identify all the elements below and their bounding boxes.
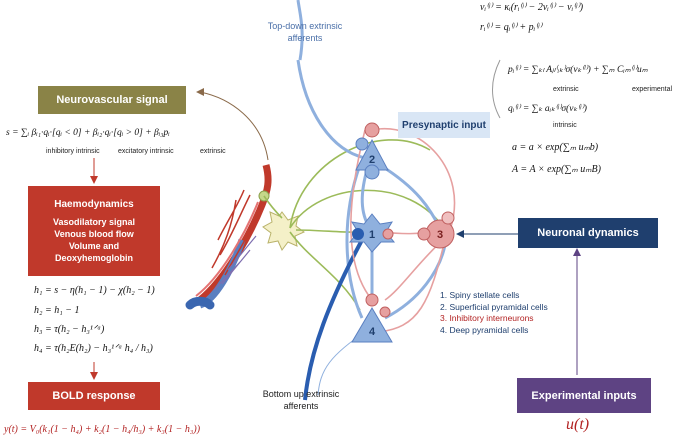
legend-item: 1. Spiny stellate cells <box>440 290 520 300</box>
presynaptic-input-box: Presynaptic input <box>398 112 490 138</box>
equation-bold-output: y(t) = V₀(k₁(1 − h₄) + k₂(1 − h₄/h₃) + k… <box>4 424 201 435</box>
haemodynamics-box: Haemodynamics Vasodilatory signal Venous… <box>28 186 160 276</box>
haemodynamics-line: Venous blood flow <box>54 228 134 239</box>
equation-a-lower: a = a × exp(∑ₘ uₘb) <box>512 142 599 153</box>
haemodynamics-line: Vasodilatory signal <box>52 216 136 227</box>
node-label-2: 2 <box>369 154 375 166</box>
neuronal-dynamics-box: Neuronal dynamics <box>518 218 658 248</box>
bottom-up-caption: Bottom up extrinsic afferents <box>236 388 366 412</box>
cell-legend: 1. Spiny stellate cells 2. Superficial p… <box>440 290 548 336</box>
neurovascular-signal-label: Neurovascular signal <box>56 94 168 106</box>
equation-s-excitatory: excitatory intrinsic <box>118 148 174 155</box>
bottom-up-caption-line: Bottom up extrinsic <box>262 389 340 399</box>
equation-r: rᵢ⁽ʲ⁾ = qᵢ⁽ʲ⁾ + pᵢ⁽ʲ⁾ <box>480 22 542 33</box>
blue-connections <box>296 59 447 320</box>
experimental-inputs-box: Experimental inputs <box>517 378 651 413</box>
presynaptic-input-label: Presynaptic input <box>402 119 486 131</box>
equation-q-intrinsic: intrinsic <box>553 122 577 129</box>
equation-h4: h₄ = τ(h₂E(h₂) − h₃¹ᐟᵅ h₄ / h₃) <box>34 343 153 354</box>
bold-response-box: BOLD response <box>28 382 160 410</box>
haemodynamics-title: Haemodynamics <box>54 198 134 210</box>
legend-item: 4. Deep pyramidal cells <box>440 324 529 335</box>
bold-response-label: BOLD response <box>52 390 136 402</box>
experimental-input-u: u(t) <box>566 416 590 433</box>
legend-item: 3. Inhibitory interneurons <box>440 313 534 323</box>
equation-A-upper: A = A × exp(∑ₘ uₘB) <box>512 164 601 175</box>
deep-pyramidal-cell <box>351 293 393 343</box>
equation-p-experimental: experimental <box>632 86 673 93</box>
blood-vessel-icon <box>185 164 272 310</box>
bottom-up-afferent <box>303 239 364 401</box>
equation-h3: h₃ = τ(h₂ − h₃¹ᐟᵅ) <box>34 324 105 335</box>
top-down-caption: Top-down extrinsic afferents <box>240 20 370 44</box>
top-down-caption-line: afferents <box>287 33 323 43</box>
haemodynamics-line: Deoxyhemoglobin <box>54 252 133 263</box>
node-label-1: 1 <box>369 229 375 241</box>
equation-v: vᵢ⁽ʲ⁾ = κᵢ(rᵢ⁽ʲ⁾ − 2vᵢ⁽ʲ⁾ − vᵢ⁽ʲ⁾) <box>480 2 584 13</box>
inhibitory-interneuron-cell <box>417 211 455 249</box>
equation-p-extrinsic: extrinsic <box>553 86 579 93</box>
equation-s: s = ∑ᵢ βᵢ₁·qᵢ·[qᵢ < 0] + βᵢ₂·qᵢ·[qᵢ > 0]… <box>6 128 170 138</box>
superficial-pyramidal-cell <box>355 122 389 180</box>
legend-item: 2. Superficial pyramidal cells <box>440 301 548 312</box>
equation-s-extrinsic: extrinsic <box>200 148 226 155</box>
equation-q: qᵢ⁽ʲ⁾ = ∑ₖ aᵢₖ⁽ʲ⁾σ(vₖ⁽ʲ⁾) <box>508 104 587 114</box>
spiny-stellate-cell <box>348 213 396 253</box>
node-label-4: 4 <box>369 326 376 338</box>
equation-h1: h₁ = s − η(h₁ − 1) − χ(h₂ − 1) <box>34 285 155 296</box>
neurovascular-signal-box: Neurovascular signal <box>38 86 186 114</box>
vessel-to-signal-arrow <box>199 91 269 161</box>
bottom-up-caption-line: afferents <box>283 401 319 411</box>
neuronal-dynamics-label: Neuronal dynamics <box>537 227 639 239</box>
equation-p: pᵢ⁽ʲ⁾ = ∑ₖₗ Aⱼₗ⁽ᵢₖ⁾σ(vₖ⁽ˡ⁾) + ∑ₘ Cᵢₘ⁽ʲ⁾u… <box>508 65 648 75</box>
presyn-bracket <box>492 59 501 119</box>
equation-s-inhibitory: inhibitory intrinsic <box>46 148 100 155</box>
haemodynamics-line: Volume and <box>68 240 120 251</box>
top-down-caption-line: Top-down extrinsic <box>267 21 343 31</box>
equation-h2: h₂ = h₁ − 1 <box>34 305 80 316</box>
top-down-afferent <box>296 0 304 61</box>
node-label-3: 3 <box>437 229 443 241</box>
experimental-inputs-label: Experimental inputs <box>531 389 637 402</box>
